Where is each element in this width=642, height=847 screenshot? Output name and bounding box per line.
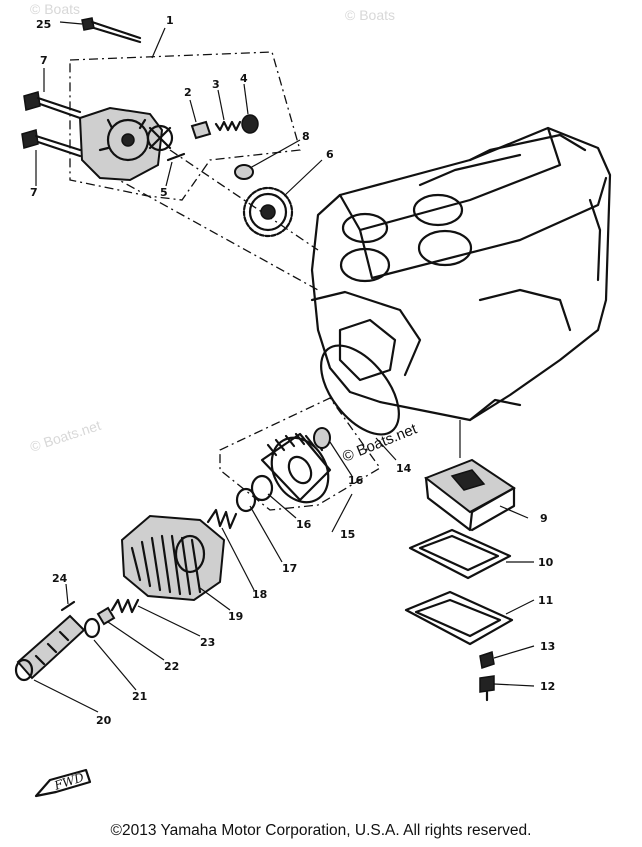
- callout-13: 13: [540, 640, 555, 653]
- screw-24: [60, 600, 76, 612]
- oil-strainer-9: [423, 458, 516, 532]
- group-box-filter: [219, 397, 381, 511]
- spring-18: [206, 508, 238, 530]
- callout-16-lower: 16: [296, 518, 312, 531]
- gasket-10: [408, 528, 512, 580]
- center-line-pump: [109, 174, 319, 291]
- callout-6: 6: [326, 148, 334, 161]
- leader-25: [59, 21, 83, 25]
- forward-arrow-icon: FWD: [34, 768, 92, 798]
- callout-3: 3: [212, 78, 220, 91]
- callout-20: 20: [96, 714, 112, 727]
- callout-1: 1: [166, 14, 174, 27]
- callout-8: 8: [302, 130, 310, 143]
- bolt-25: [81, 17, 142, 44]
- callout-4: 4: [240, 72, 248, 85]
- group-box-pump: [69, 51, 301, 201]
- copyright-notice: ©2013 Yamaha Motor Corporation, U.S.A. A…: [110, 822, 532, 839]
- washer-16-upper: [313, 427, 331, 449]
- callout-2: 2: [184, 86, 192, 99]
- gasket-10-inner: [418, 534, 500, 572]
- callout-16-upper: 16: [348, 474, 364, 487]
- cover-11-inner: [414, 598, 502, 638]
- center-line-gear: [169, 149, 319, 251]
- forward-label: FWD: [52, 770, 86, 793]
- pin-5: [166, 152, 186, 162]
- leader-lines: [33, 27, 535, 713]
- callout-21: 21: [132, 690, 147, 703]
- callout-19: 19: [228, 610, 243, 623]
- oil-pump-assembly: [78, 106, 174, 182]
- drive-gear-6: [242, 186, 294, 238]
- callout-11: 11: [538, 594, 553, 607]
- dowel-pin-2: [190, 120, 212, 140]
- callout-23: 23: [200, 636, 215, 649]
- bolt-7-upper: [23, 91, 82, 120]
- bolt-7-lower: [21, 129, 82, 158]
- watermark-top-left: © Boats: [30, 1, 80, 17]
- callout-7-upper: 7: [40, 54, 48, 67]
- watermark-mid-left: © Boats.net: [28, 417, 103, 455]
- cap-4: [241, 114, 259, 134]
- callout-7-lower: 7: [30, 186, 38, 199]
- callout-22: 22: [164, 660, 179, 673]
- o-ring-14: [320, 344, 400, 436]
- spring-3: [214, 120, 242, 132]
- callout-15: 15: [340, 528, 355, 541]
- filter-cover-19: [120, 514, 226, 602]
- cover-11: [404, 590, 514, 646]
- oil-filter-element-16: [260, 432, 332, 504]
- callout-25: 25: [36, 18, 51, 31]
- callout-9: 9: [540, 512, 548, 525]
- relief-valve-20: [14, 614, 86, 682]
- o-ring-21: [83, 617, 101, 639]
- plunger-22: [96, 606, 116, 626]
- callout-17: 17: [282, 562, 297, 575]
- callout-12: 12: [540, 680, 555, 693]
- crankcase: [310, 126, 612, 422]
- callout-labels: 1 2 3 4 5 6 7 7 8 9 10 11 12 13 14 15 16…: [30, 14, 555, 727]
- watermark-top-right: © Boats: [345, 7, 395, 23]
- callout-18: 18: [252, 588, 267, 601]
- collar-8: [234, 164, 254, 180]
- washer-13: [479, 651, 495, 669]
- callout-10: 10: [538, 556, 554, 569]
- washer-16-lower: [250, 474, 274, 502]
- callout-5: 5: [160, 186, 168, 199]
- spring-23: [110, 598, 140, 614]
- callout-24: 24: [52, 572, 68, 585]
- o-ring-17: [235, 487, 257, 513]
- callout-14: 14: [396, 462, 412, 475]
- bolt-12: [479, 675, 495, 693]
